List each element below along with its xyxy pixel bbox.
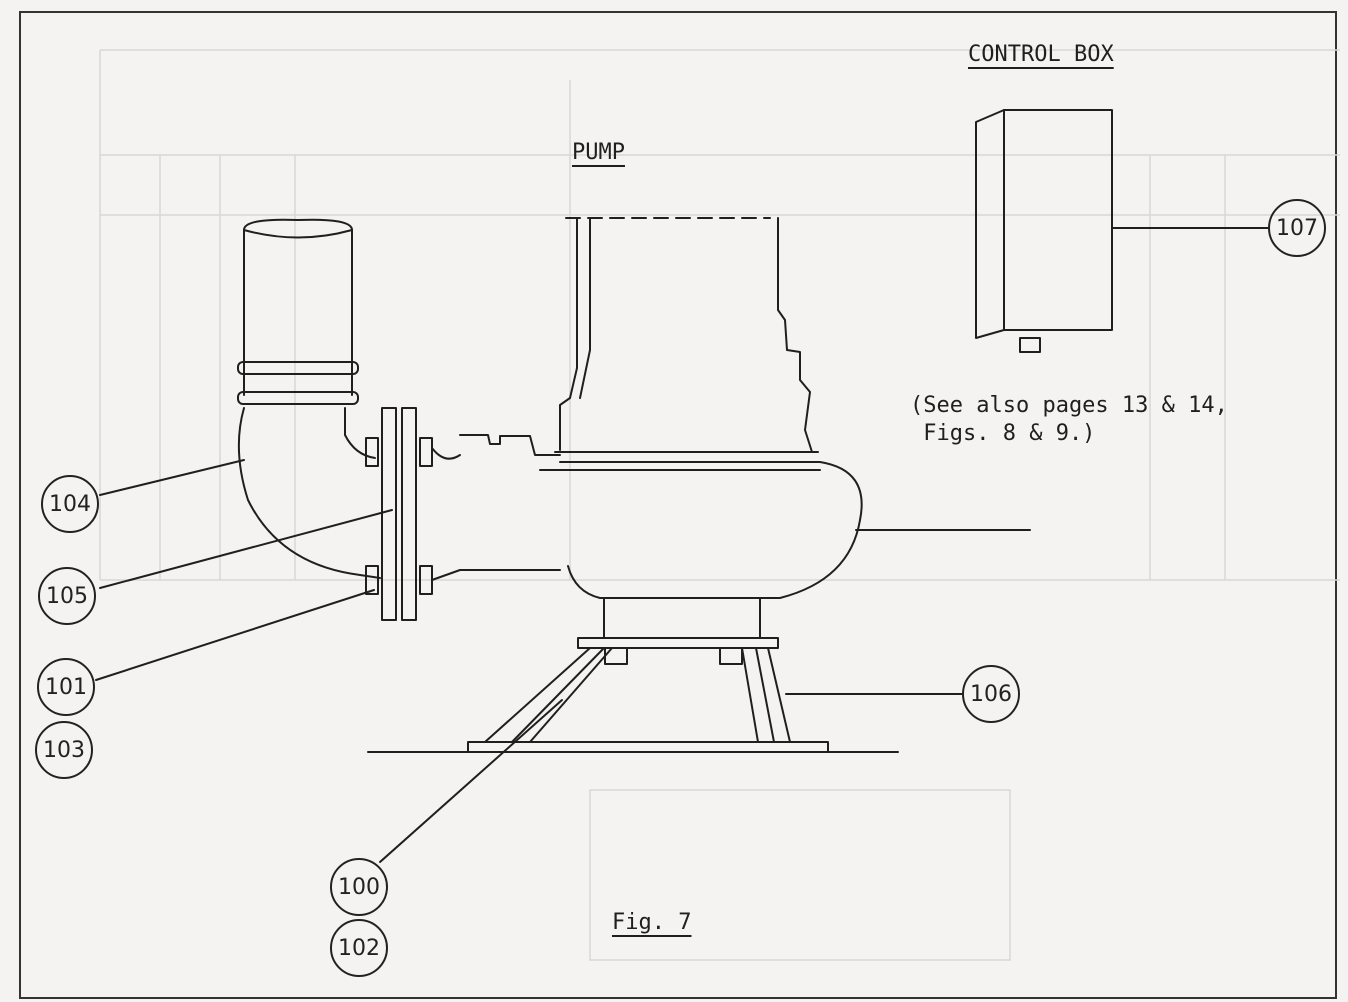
stand-right-legs bbox=[741, 647, 791, 743]
see-also-note: (See also pages 13 & 14, Figs. 8 & 9.) bbox=[910, 393, 1228, 446]
flange-bolt-upper-right bbox=[419, 437, 433, 467]
pump-inlet-lug bbox=[459, 434, 561, 456]
discharge-pipe-top bbox=[243, 229, 353, 239]
callout-102: 102 bbox=[330, 919, 388, 977]
flange-bolt-lower-left bbox=[365, 565, 379, 595]
pipe-coupling-lower bbox=[237, 391, 359, 405]
stand-bolt-left bbox=[604, 647, 628, 665]
control-box-title: CONTROL BOX bbox=[968, 42, 1114, 67]
flange-bolt-upper-left bbox=[365, 437, 379, 467]
mounting-plate bbox=[577, 637, 779, 649]
elbow-inner bbox=[344, 407, 376, 459]
leader-105 bbox=[99, 509, 393, 589]
leader-104 bbox=[99, 459, 245, 496]
control-box-body bbox=[975, 109, 1113, 339]
callout-105: 105 bbox=[38, 567, 96, 625]
pipe-coupling-upper bbox=[237, 361, 359, 375]
flange-right bbox=[401, 407, 417, 621]
leader-100 bbox=[379, 699, 563, 863]
callout-103: 103 bbox=[35, 721, 93, 779]
volute-body bbox=[559, 461, 863, 599]
pump-left-edge bbox=[559, 217, 578, 451]
flange-left bbox=[381, 407, 397, 621]
elbow-outer bbox=[237, 407, 381, 579]
pump-left-inner bbox=[579, 217, 591, 399]
callout-100: 100 bbox=[330, 858, 388, 916]
callout-107: 107 bbox=[1268, 199, 1326, 257]
flange-to-pump-lower bbox=[431, 569, 561, 581]
page-border bbox=[19, 11, 1337, 999]
stand-bolt-right bbox=[719, 647, 743, 665]
callout-106: 106 bbox=[962, 665, 1020, 723]
leader-101 bbox=[95, 589, 375, 681]
base-plate bbox=[467, 741, 829, 753]
pump-title: PUMP bbox=[572, 140, 625, 165]
bleed-through-table bbox=[99, 49, 1340, 961]
pump-neck bbox=[603, 597, 761, 639]
control-box-gland bbox=[1019, 337, 1041, 353]
stand-left-legs bbox=[484, 647, 613, 743]
flange-to-pump-upper bbox=[431, 447, 461, 460]
discharge-pipe-right bbox=[243, 218, 353, 396]
pump-right-edge bbox=[777, 217, 813, 453]
callout-101: 101 bbox=[37, 658, 95, 716]
figure-caption: Fig. 7 bbox=[612, 910, 692, 935]
callout-104: 104 bbox=[41, 475, 99, 533]
